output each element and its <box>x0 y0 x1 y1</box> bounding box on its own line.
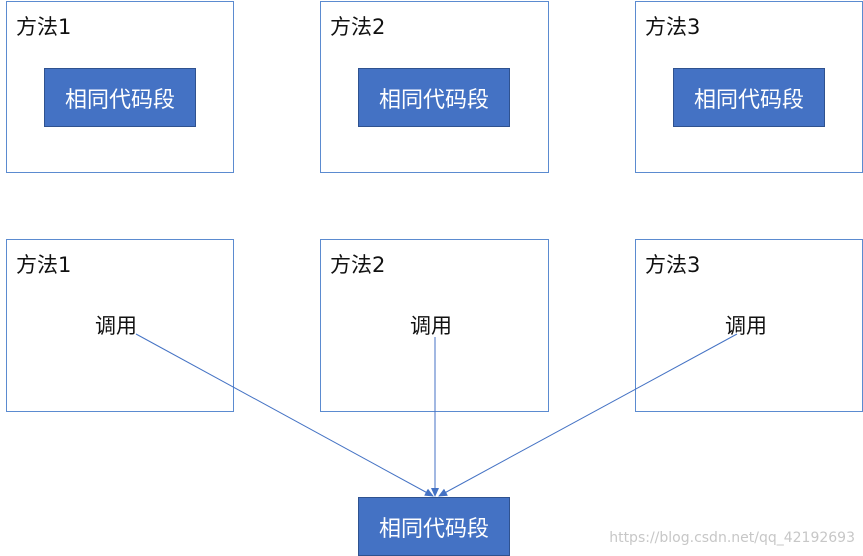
code-block-method-1: 相同代码段 <box>44 68 196 127</box>
method-2-box-bottom: 方法2 调用 <box>320 239 549 412</box>
method-1-title-top: 方法1 <box>16 15 72 39</box>
method-3-box-bottom: 方法3 调用 <box>635 239 863 412</box>
code-block-method-3: 相同代码段 <box>673 68 825 127</box>
method-1-title-bottom: 方法1 <box>16 253 72 277</box>
method-1-box-top: 方法1 相同代码段 <box>6 1 234 173</box>
method-3-title-top: 方法3 <box>645 15 701 39</box>
method-3-box-top: 方法3 相同代码段 <box>635 1 863 173</box>
call-label-method-3: 调用 <box>725 314 767 338</box>
call-label-method-1: 调用 <box>95 314 137 338</box>
watermark: https://blog.csdn.net/qq_42192693 <box>609 530 855 546</box>
method-2-box-top: 方法2 相同代码段 <box>320 1 549 173</box>
shared-code-block: 相同代码段 <box>358 497 510 556</box>
call-label-method-2: 调用 <box>410 314 452 338</box>
method-1-box-bottom: 方法1 调用 <box>6 239 234 412</box>
method-2-title-bottom: 方法2 <box>330 253 386 277</box>
method-2-title-top: 方法2 <box>330 15 386 39</box>
method-3-title-bottom: 方法3 <box>645 253 701 277</box>
code-block-method-2: 相同代码段 <box>358 68 510 127</box>
